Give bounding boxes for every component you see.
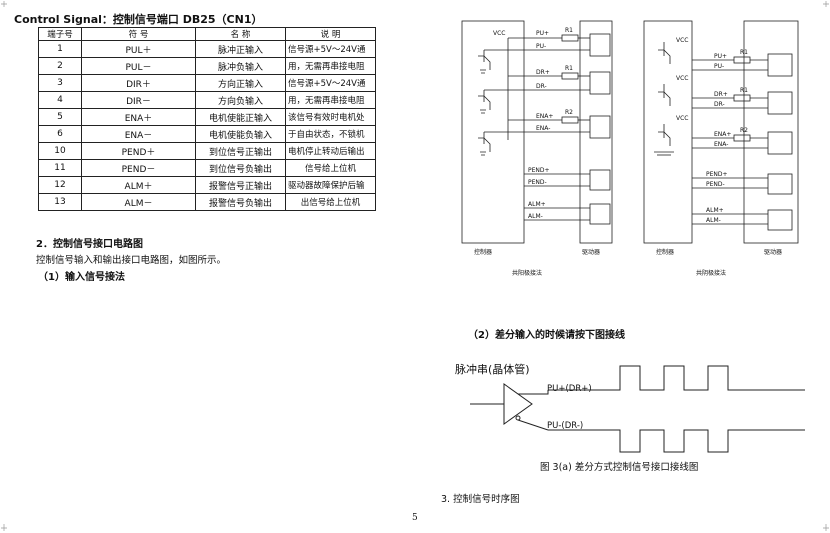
table-row: 2 PUL－ 脉冲负输入 用，无需再串接电阻 (38, 57, 376, 75)
note-cell: 用，无需再串接电阻 (285, 91, 376, 109)
note-cell: 出信号给上位机 (285, 193, 376, 211)
resistor-label-2: R1 (740, 87, 748, 94)
table-row: 13 ALM－ 报警信号负输出 出信号给上位机 (38, 193, 376, 211)
pu-minus-label: PU- (536, 43, 546, 50)
positive-waveform (548, 365, 805, 391)
symbol-cell: ALM－ (81, 193, 196, 211)
dr-plus-label-2: DR+ (714, 91, 728, 98)
output-opto-pend-2 (767, 173, 793, 195)
controller-box-2 (643, 20, 693, 244)
pend-plus-label: PEND+ (528, 167, 550, 174)
ena-plus-label-2: ENA+ (714, 131, 731, 138)
vcc-label-3: VCC (676, 75, 688, 82)
figure-caption: 图 3(a) 差分方式控制信号接口接线图 (540, 462, 699, 473)
alm-plus-label-2: ALM+ (706, 207, 724, 214)
controller-label-2: 控制器 (656, 248, 674, 256)
section-2-text: 控制信号输入和输出接口电路图，如图所示。 (36, 255, 227, 266)
output-opto-alm-2 (767, 209, 793, 231)
vcc-label: VCC (493, 30, 505, 37)
ena-minus-label-2: ENA- (714, 141, 728, 148)
alm-minus-label: ALM- (528, 213, 543, 220)
crop-mark-top-left (1, 1, 7, 7)
table-row: 4 DIR－ 方向负输入 用，无需再串接电阻 (38, 91, 376, 109)
wiring-diagrams-clean: VCC PU+ PU- DR+ DR- ENA+ ENA- PEND+ PEND… (461, 20, 799, 277)
left-caption: 共阳极接法 (512, 269, 542, 277)
input-wiring-subtitle: （1）输入信号接法 (38, 272, 125, 283)
pend-plus-label-2: PEND+ (706, 171, 728, 178)
resistor-label-2: R2 (740, 127, 748, 134)
table-row: 6 ENA－ 电机使能负输入 于自由状态，不锁机 (38, 125, 376, 143)
pu-plus-label-2: PU+ (714, 53, 727, 60)
driver-label: 驱动器 (582, 249, 600, 256)
pulse-train-label: 脉冲串(晶体管) (455, 363, 530, 376)
resistor-label: R1 (565, 65, 573, 72)
driver-label-2: 驱动器 (764, 249, 782, 256)
optocoupler-ena (589, 115, 611, 139)
signal-table: 端子号 符 号 名 称 说 明 1 PUL＋ 脉冲正输入 信号源+5V～24V通… (38, 27, 376, 211)
pin-cell: 13 (38, 193, 82, 211)
table-row: 1 PUL＋ 脉冲正输入 信号源+5V～24V通 (38, 40, 376, 58)
differential-diagram (470, 365, 805, 453)
table-row: 3 DIR＋ 方向正输入 信号源+5V～24V通 (38, 74, 376, 92)
negative-wire (517, 419, 549, 431)
dr-minus-label-2: DR- (714, 101, 725, 108)
negative-waveform (548, 429, 805, 453)
page-heading: Control Signal：控制信号端口 DB25（CN1） (14, 13, 263, 26)
optocoupler-ena-2 (767, 131, 793, 155)
positive-wire (518, 390, 549, 395)
ena-plus-label: ENA+ (536, 113, 553, 120)
table-row: 10 PEND＋ 到位信号正输出 电机停止转动后输出 (38, 142, 376, 160)
crop-mark-bottom-left (1, 524, 7, 531)
crop-mark-bottom-right (823, 524, 829, 531)
optocoupler-pu-2 (767, 53, 793, 77)
optocoupler-dr (589, 71, 611, 95)
resistor-label: R2 (565, 109, 573, 116)
optocoupler-pu (589, 33, 611, 57)
driver-box-2 (743, 20, 799, 244)
right-caption: 共阴极接法 (696, 269, 726, 277)
note-cell: 于自由状态，不锁机 (285, 125, 376, 143)
pend-minus-label: PEND- (528, 179, 547, 186)
resistor-label: R1 (565, 27, 573, 34)
optocoupler-dr-2 (767, 91, 793, 115)
controller-label: 控制器 (474, 248, 492, 256)
negative-line-label: PU-(DR-) (547, 421, 584, 431)
differential-title: （2）差分输入的时候请按下图接线 (468, 330, 625, 341)
section-2-title: 2．控制信号接口电路图 (36, 239, 143, 250)
section-3-title: 3. 控制信号时序图 (441, 494, 520, 505)
positive-line-label: PU+(DR+) (547, 384, 592, 394)
right-diagram (643, 20, 799, 244)
pend-minus-label-2: PEND- (706, 181, 725, 188)
left-diagram (461, 20, 613, 244)
pu-plus-label: PU+ (536, 30, 549, 37)
dr-minus-label: DR- (536, 83, 547, 90)
alm-plus-label: ALM+ (528, 201, 546, 208)
output-opto-pend (589, 169, 611, 191)
pu-minus-label-2: PU- (714, 63, 724, 70)
dr-plus-label: DR+ (536, 69, 550, 76)
vcc-label-2: VCC (676, 37, 688, 44)
crop-mark-top-right (823, 1, 829, 7)
alm-minus-label-2: ALM- (706, 217, 721, 224)
vcc-label-4: VCC (676, 115, 688, 122)
ena-minus-label: ENA- (536, 125, 550, 132)
output-opto-alm (589, 203, 611, 225)
page-number: 5 (412, 513, 418, 523)
resistor-label-2: R1 (740, 49, 748, 56)
